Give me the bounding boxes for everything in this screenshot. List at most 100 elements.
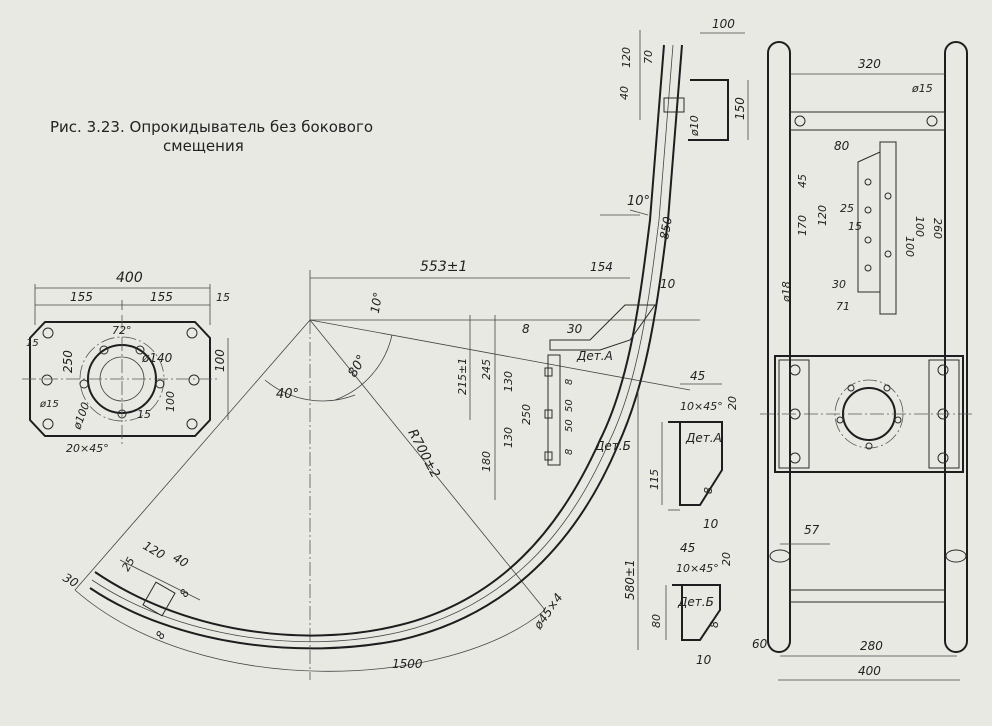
- hook-dim-100: 100: [712, 17, 735, 31]
- frame-dim-d18: ø18: [780, 281, 793, 303]
- frame-dim-60: 60: [752, 637, 768, 651]
- frame-dim-15: 15: [848, 220, 862, 233]
- dim-250: 250: [61, 350, 75, 373]
- det-b-chamfer: 10×45°: [676, 562, 719, 575]
- dim-8-mount: 8: [564, 379, 575, 385]
- dim-8-end-lower: 8: [153, 629, 168, 642]
- frame-dim-71: 71: [836, 300, 850, 313]
- dim-15-side: 15: [26, 338, 39, 349]
- frame-ring-right: [945, 549, 967, 563]
- arm-tube-outer: [94, 44, 665, 637]
- dim-40-end: 40: [171, 550, 192, 570]
- frame-crossbar-top: [789, 111, 946, 131]
- hook-detail: 100 120 70 40 ø10 150: [618, 17, 749, 141]
- frame-dim-320: 320: [858, 57, 881, 71]
- hook-bracket: [688, 79, 729, 141]
- dim-15-top: 15: [216, 291, 230, 304]
- dim-30: 30: [567, 322, 583, 336]
- det-a-dim-8: 8: [702, 487, 715, 494]
- dim-tube-diameter: ø45×4: [530, 591, 565, 633]
- hook-dim-40: 40: [618, 86, 631, 100]
- frame-rail-right: [944, 41, 968, 653]
- dim-50-lower: 50: [564, 419, 575, 432]
- dim-10-deg-top: 10°: [368, 291, 385, 314]
- dim-250-mount: 250: [520, 404, 533, 425]
- arm-tube-mid: [91, 44, 674, 643]
- det-b-dim-80: 80: [650, 614, 663, 628]
- frame-dim-d15: ø15: [911, 82, 933, 95]
- dim-10-arm: 10: [660, 277, 676, 291]
- det-a-chamfer: 10×45°: [680, 400, 723, 413]
- frame-main-plate: [774, 355, 964, 473]
- dim-8: 8: [522, 322, 530, 336]
- dim-radius: R700±2: [404, 427, 442, 481]
- det-b-label: Дет.Б: [677, 595, 714, 609]
- dim-120-end: 120: [141, 538, 168, 562]
- det-a-dim-10: 10: [703, 517, 719, 531]
- det-a-label: Дет.А: [685, 431, 722, 445]
- dim-130-lower: 130: [502, 427, 515, 448]
- dim-80-deg: 80°: [345, 353, 370, 380]
- dim-15-lower: 15: [137, 408, 151, 421]
- dim-72-deg: 72°: [112, 324, 132, 337]
- frame-dim-170: 170: [796, 215, 809, 236]
- frame-dim-100-upper: 100: [913, 216, 926, 237]
- det-b-dim-8: 8: [708, 621, 721, 628]
- frame-dim-120: 120: [816, 205, 829, 226]
- frame-rail-left: [767, 41, 791, 653]
- detail-b-view: 45 10×45° 20 Дет.Б 80 8 10: [650, 541, 733, 667]
- det-b-dim-20: 20: [720, 552, 733, 566]
- dim-8-end: 8: [177, 587, 192, 600]
- hook-dim-d10: ø10: [688, 115, 701, 137]
- arm-tube-inner: [89, 44, 683, 650]
- frame-crossbar-bottom: [789, 589, 946, 603]
- frame-dim-45: 45: [796, 174, 809, 188]
- dim-25-end: 25: [119, 555, 137, 574]
- dim-400: 400: [116, 270, 143, 286]
- hook-dim-150: 150: [733, 97, 747, 120]
- dim-850: 850: [657, 215, 675, 240]
- dim-155-right: 155: [150, 290, 173, 304]
- dim-8-mount-lower: 8: [564, 449, 575, 455]
- dim-155-left: 155: [70, 290, 93, 304]
- frame-dim-57: 57: [804, 523, 820, 537]
- frame-ring-left: [769, 549, 791, 563]
- dim-50-upper: 50: [564, 399, 575, 412]
- frame-bracket-holes: [864, 178, 892, 272]
- flange-plate-outline: [29, 321, 211, 437]
- caption-line-2: смещения: [163, 137, 244, 155]
- dim-40-deg: 40°: [276, 387, 299, 402]
- arm-bracket-plate: [549, 304, 656, 351]
- label-det-a: Дет.А: [576, 349, 613, 363]
- hook-dim-70: 70: [642, 50, 655, 64]
- detail-b-outline: [672, 584, 721, 641]
- figure-caption: Рис. 3.23. Опрокидыватель без бокового с…: [50, 118, 373, 156]
- dim-30-end: 30: [61, 570, 82, 590]
- frame-dim-30: 30: [832, 278, 846, 291]
- arm-end-tab: [119, 559, 201, 617]
- dim-1500: 1500: [392, 657, 423, 671]
- dim-d140: ø140: [141, 351, 173, 365]
- detail-a-view: 45 10×45° 20 Дет.А 115 8 10: [648, 369, 739, 531]
- arm-mount-bolts: [544, 367, 553, 461]
- det-b-dim-10: 10: [696, 653, 712, 667]
- frame-dim-25: 25: [840, 202, 854, 215]
- hook-bolt: [663, 97, 685, 113]
- det-a-dim-45: 45: [690, 369, 705, 383]
- dim-180: 180: [480, 451, 493, 472]
- dim-d15: ø15: [39, 399, 59, 410]
- dim-580: 580±1: [623, 559, 637, 600]
- frame-bracket-plate: [879, 141, 897, 315]
- frame-dim-260: 260: [931, 218, 944, 239]
- frame-top-view: 320 ø15 80 45 170 120 25 15 100 260 100 …: [752, 41, 975, 681]
- det-b-dim-45: 45: [680, 541, 695, 555]
- dim-100: 100: [213, 349, 227, 372]
- label-det-b: Дет.Б: [594, 439, 631, 453]
- dim-553: 553±1: [420, 259, 467, 275]
- frame-dim-100-lower: 100: [903, 236, 916, 257]
- caption-line-1: Рис. 3.23. Опрокидыватель без бокового: [50, 118, 374, 136]
- det-a-dim-115: 115: [648, 469, 661, 490]
- dim-100-lower: 100: [164, 391, 177, 412]
- det-a-dim-20: 20: [726, 396, 739, 410]
